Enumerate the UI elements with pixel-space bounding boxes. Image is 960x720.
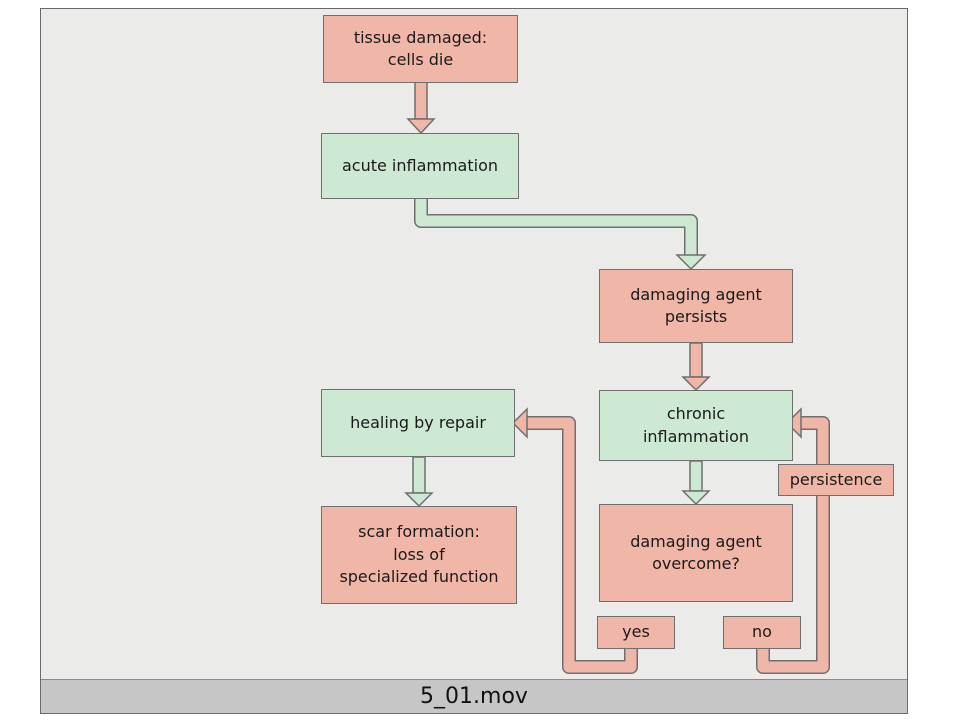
arrow-chronic-to-overcome: [681, 460, 711, 506]
node-agent-overcome: damaging agent overcome?: [599, 504, 793, 602]
arrow-yes-to-healing: [511, 407, 638, 674]
inflammation-flowchart: tissue damaged: cells die acute inflamma…: [41, 9, 907, 679]
arrow-acute-to-persists: [414, 199, 707, 271]
tag-yes-label: yes: [622, 622, 650, 642]
flowchart-connectors: [404, 80, 830, 674]
tag-yes: yes: [597, 616, 675, 649]
arrow-healing-to-scar: [404, 456, 434, 508]
video-frame: tissue damaged: cells die acute inflamma…: [40, 8, 908, 714]
node-scar-formation: scar formation: loss of specialized func…: [321, 506, 517, 604]
node-healing-by-repair: healing by repair: [321, 389, 515, 457]
arrow-no-to-chronic: [756, 407, 830, 674]
node-agent-overcome-label: damaging agent overcome?: [630, 531, 762, 573]
node-acute-inflammation: acute inflammation: [321, 133, 519, 199]
node-acute-inflammation-label: acute inflammation: [341, 155, 499, 175]
video-filename: 5_01.mov: [420, 684, 528, 709]
node-tissue-damaged: tissue damaged: cells die: [323, 15, 518, 83]
node-tissue-damaged-label: tissue damaged: cells die: [353, 27, 488, 69]
tag-persistence-label: persistence: [789, 469, 883, 489]
node-scar-formation-label: scar formation: loss of specialized func…: [339, 522, 499, 587]
node-healing-by-repair-label: healing by repair: [350, 412, 486, 432]
node-agent-persists-label: damaging agent persists: [630, 284, 762, 326]
node-agent-persists: damaging agent persists: [599, 269, 793, 343]
tag-persistence: persistence: [778, 464, 894, 496]
node-chronic-inflammation-label: chronic inflammation: [642, 404, 750, 446]
tag-no-label: no: [752, 622, 772, 642]
node-chronic-inflammation: chronic inflammation: [599, 390, 793, 461]
arrow-tissue-to-acute: [406, 80, 436, 135]
tag-no: no: [723, 616, 801, 649]
video-status-bar: 5_01.mov: [41, 679, 907, 713]
arrow-persists-to-chronic: [681, 342, 711, 392]
